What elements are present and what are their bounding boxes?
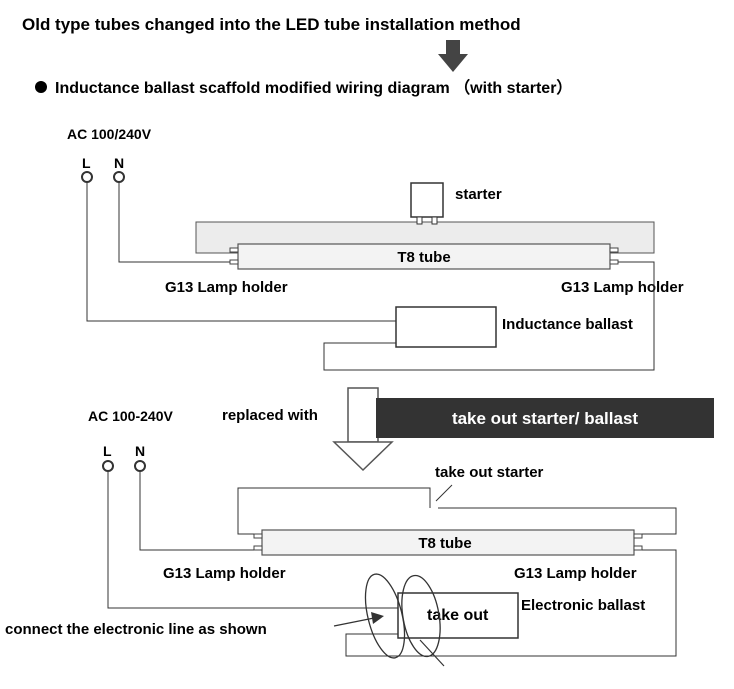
highlight-ellipse-left [364, 573, 406, 659]
banner-text: take out starter/ ballast [452, 409, 638, 428]
ballast-label: Inductance ballast [502, 316, 633, 333]
terminal-n-bottom [134, 460, 146, 472]
tube-label-bottom: T8 tube [418, 535, 471, 552]
connect-pointer-line [333, 617, 375, 627]
tube-label: T8 tube [397, 249, 450, 266]
tube-pins [229, 247, 619, 265]
take-out-starter-pointer [435, 484, 453, 502]
terminal-l-label: L [82, 155, 91, 171]
starter [410, 182, 444, 225]
terminal-n-label: N [114, 155, 124, 171]
supply-voltage-label: AC 100/240V [67, 126, 152, 142]
t8-tube-bottom [261, 529, 635, 556]
ellipse-pointer-line [419, 639, 445, 667]
holder-left-label-bottom: G13 Lamp holder [163, 565, 286, 582]
electronic-ballast [397, 592, 519, 639]
holder-right-label-bottom: G13 Lamp holder [514, 565, 637, 582]
page-title: Old type tubes changed into the LED tube… [22, 15, 521, 34]
replaced-with-label: replaced with [222, 407, 318, 424]
top-wiring [86, 182, 655, 371]
tube-pins-bottom [253, 533, 643, 551]
down-arrow-large-icon [332, 387, 394, 472]
terminal-n [113, 171, 125, 183]
terminal-l-bottom [102, 460, 114, 472]
holder-left-label: G13 Lamp holder [165, 279, 288, 296]
connect-instruction-label: connect the electronic line as shown [5, 621, 267, 638]
inductance-ballast [395, 306, 497, 348]
bullet-icon [35, 81, 47, 93]
terminal-l-label-bottom: L [103, 443, 112, 459]
instruction-banner [376, 398, 714, 438]
holder-right-label: G13 Lamp holder [561, 279, 684, 296]
starter-label: starter [455, 186, 502, 203]
down-arrow-icon [438, 40, 468, 72]
take-out-label: take out [427, 607, 489, 624]
t8-tube [237, 243, 611, 270]
connect-pointer-arrowhead [371, 612, 384, 624]
electronic-ballast-label: Electronic ballast [521, 597, 645, 614]
take-out-starter-label: take out starter [435, 464, 544, 481]
section-subtitle: Inductance ballast scaffold modified wir… [55, 79, 572, 97]
terminal-n-label-bottom: N [135, 443, 145, 459]
bottom-wiring [107, 471, 677, 657]
supply-voltage-label-bottom: AC 100-240V [88, 408, 173, 424]
terminal-l [81, 171, 93, 183]
